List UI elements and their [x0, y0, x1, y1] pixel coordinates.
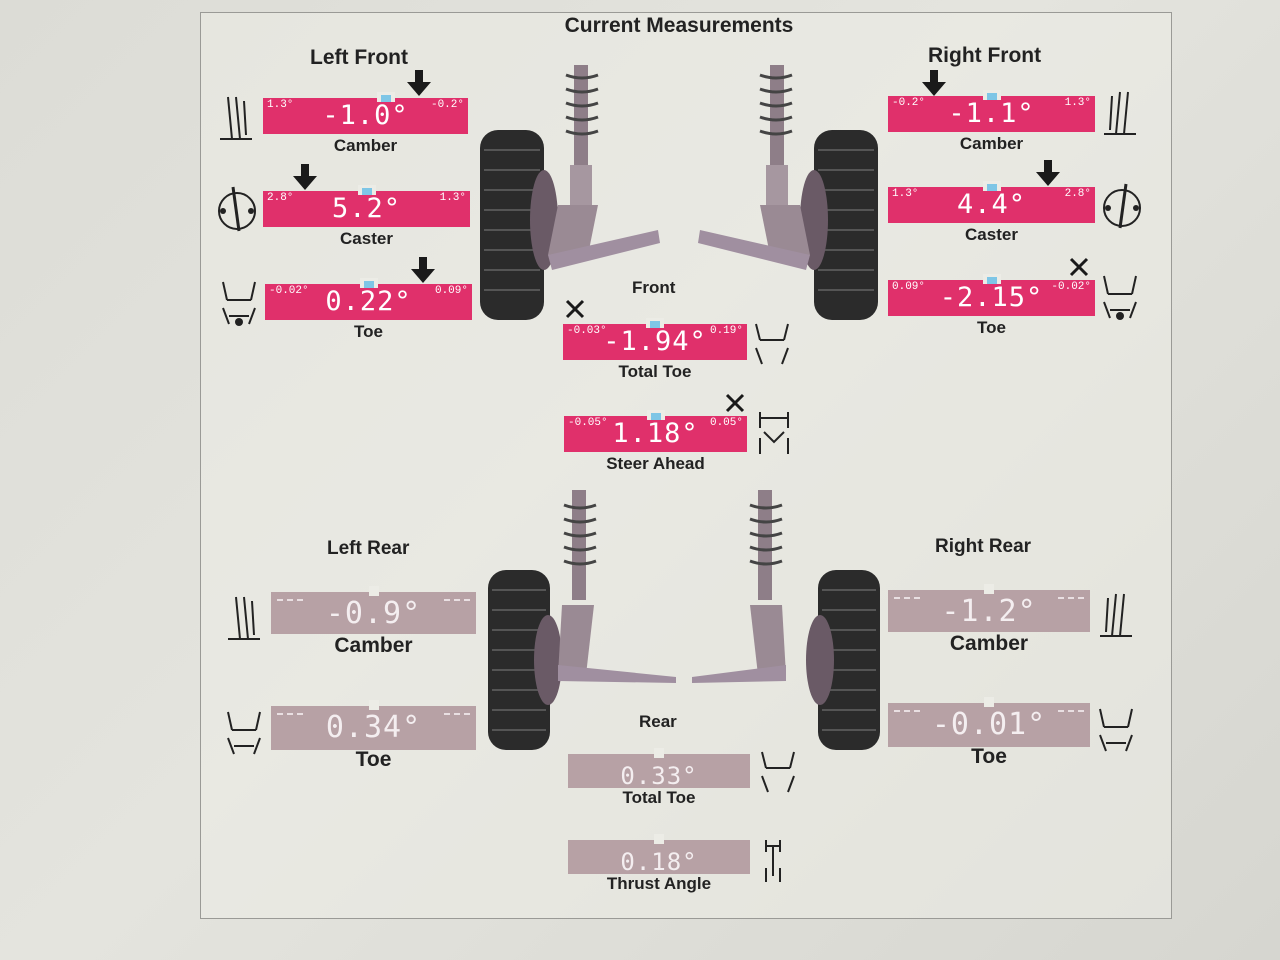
- toe-value: 0.22°: [325, 286, 412, 317]
- arrow-down-icon: [1036, 160, 1060, 186]
- right-front-caster-gauge: 1.3° 2.8° 4.4° Caster: [888, 181, 1095, 251]
- left-rear-heading: Left Rear: [327, 538, 410, 559]
- right-rear-toe-gauge: -0.01° Toe: [888, 697, 1090, 777]
- range-max: 1.3°: [1064, 97, 1091, 109]
- range-max: 1.3°: [439, 192, 466, 204]
- caster-label: Caster: [965, 225, 1018, 244]
- toe-icon: [1099, 708, 1133, 752]
- caster-label: Caster: [340, 229, 393, 248]
- out-of-range-x-icon: [725, 393, 745, 413]
- left-front-caster-gauge: 2.8° 1.3° 5.2° Caster: [263, 185, 470, 255]
- rear-axle-label: Rear: [639, 712, 677, 731]
- arrow-down-icon: [411, 257, 435, 283]
- right-rear-heading: Right Rear: [935, 536, 1032, 557]
- camber-value: -1.0°: [322, 100, 409, 131]
- toe-icon: [227, 711, 261, 755]
- caster-value: 5.2°: [331, 193, 402, 224]
- total-toe-label: Total Toe: [622, 788, 696, 807]
- range-min: -0.03°: [567, 325, 607, 337]
- front-total-toe-gauge: -0.03° 0.19° -1.94° Total Toe: [563, 318, 747, 388]
- thrust-angle-icon: [765, 840, 781, 882]
- camber-icon: [1104, 91, 1136, 135]
- toe-icon: [222, 281, 256, 326]
- toe-icon: [1103, 275, 1137, 320]
- range-min: -0.2°: [892, 97, 926, 109]
- right-front-heading: Right Front: [928, 44, 1042, 67]
- range-min: 1.3°: [892, 188, 919, 200]
- left-front-camber-gauge: 1.3° -0.2° -1.0° Camber: [263, 92, 468, 162]
- left-rear-toe-gauge: 0.34° Toe: [271, 700, 476, 780]
- right-front-toe-gauge: 0.09° -0.02° -2.15° Toe: [888, 274, 1095, 344]
- range-min: 1.3°: [267, 99, 294, 111]
- toe-value: -2.15°: [939, 282, 1044, 313]
- front-suspension-illustration: [480, 65, 878, 320]
- range-min: -0.02°: [269, 285, 309, 297]
- toe-label: Toe: [355, 748, 392, 771]
- page-title: Current Measurements: [564, 14, 794, 37]
- range-max: 2.8°: [1064, 188, 1091, 200]
- right-front-camber-gauge: -0.2° 1.3° -1.1° Camber: [888, 90, 1095, 160]
- range-max: -0.02°: [1051, 281, 1091, 293]
- arrow-down-icon: [922, 70, 946, 96]
- thrust-angle-value: 0.18°: [620, 848, 698, 876]
- total-toe-value: 0.33°: [620, 762, 698, 790]
- toe-label: Toe: [971, 745, 1007, 768]
- arrow-down-icon: [293, 164, 317, 190]
- left-front-heading: Left Front: [310, 46, 408, 69]
- total-toe-value: -1.94°: [603, 326, 707, 357]
- camber-label: Camber: [959, 134, 1024, 153]
- thrust-angle-gauge: 0.18° Thrust Angle: [568, 834, 750, 904]
- range-max: 0.19°: [709, 325, 743, 337]
- range-max: 0.09°: [434, 285, 468, 297]
- total-toe-icon: [761, 751, 795, 793]
- caster-icon: [218, 186, 256, 232]
- rear-suspension-illustration: [488, 490, 880, 750]
- rear-total-toe-gauge: 0.33° Total Toe: [568, 748, 750, 818]
- steer-ahead-icon: [759, 412, 789, 454]
- out-of-range-x-icon: [565, 299, 585, 319]
- toe-label: Toe: [977, 318, 1006, 337]
- camber-icon: [1100, 593, 1132, 637]
- toe-value: 0.34°: [325, 710, 422, 745]
- arrow-down-icon: [407, 70, 431, 96]
- camber-value: -0.9°: [325, 596, 422, 631]
- toe-value: -0.01°: [931, 707, 1047, 742]
- out-of-range-x-icon: [1069, 257, 1089, 277]
- camber-icon: [228, 596, 260, 640]
- range-max: 0.05°: [709, 417, 743, 429]
- front-axle-label: Front: [632, 278, 676, 297]
- camber-value: -1.2°: [941, 594, 1037, 629]
- range-min: 0.09°: [892, 281, 926, 293]
- right-rear-camber-gauge: -1.2° Camber: [888, 584, 1090, 664]
- camber-label: Camber: [333, 136, 398, 155]
- toe-label: Toe: [354, 322, 383, 341]
- steer-ahead-gauge: -0.05° 0.05° 1.18° Steer Ahead: [564, 410, 747, 480]
- camber-icon: [220, 96, 252, 140]
- total-toe-label: Total Toe: [618, 362, 692, 381]
- range-min: 2.8°: [267, 192, 294, 204]
- total-toe-icon: [755, 323, 789, 365]
- steer-ahead-value: 1.18°: [612, 418, 699, 449]
- thrust-angle-label: Thrust Angle: [606, 874, 712, 893]
- left-rear-camber-gauge: -0.9° Camber: [271, 586, 476, 666]
- camber-label: Camber: [949, 632, 1029, 655]
- left-front-toe-gauge: -0.02° 0.09° 0.22° Toe: [265, 278, 472, 348]
- camber-value: -1.1°: [948, 98, 1035, 129]
- range-min: -0.05°: [568, 417, 608, 429]
- range-max: -0.2°: [430, 99, 464, 111]
- camber-label: Camber: [334, 634, 413, 657]
- steer-ahead-label: Steer Ahead: [606, 454, 705, 473]
- caster-icon: [1103, 183, 1141, 229]
- caster-value: 4.4°: [956, 189, 1027, 220]
